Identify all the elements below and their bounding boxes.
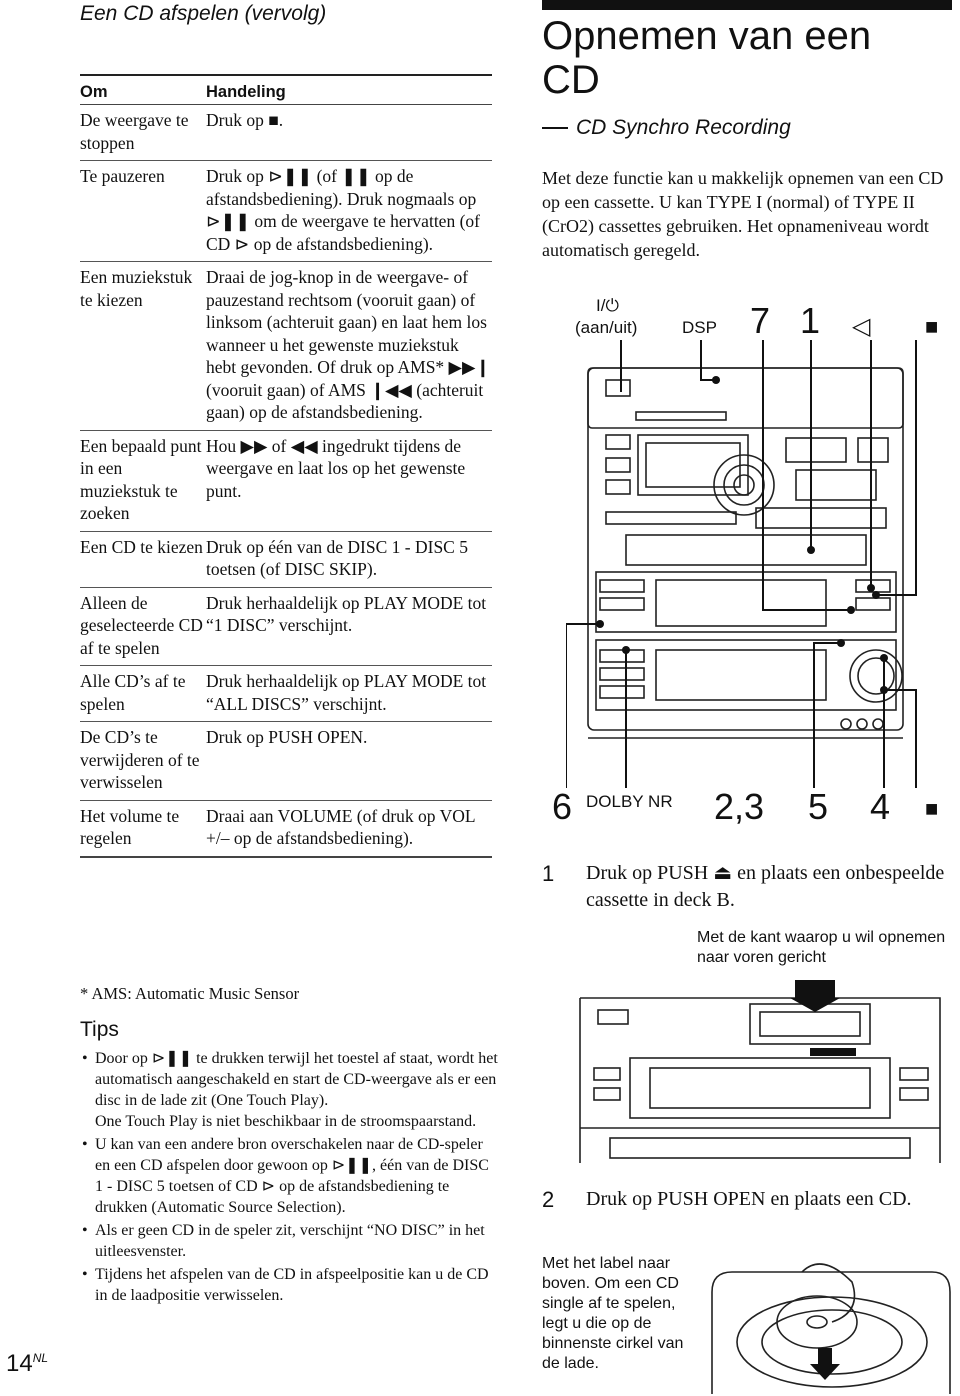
power-symbol-label: I/⏻: [596, 296, 619, 315]
step-2: 2 Druk op PUSH OPEN en plaats een CD.: [542, 1186, 956, 1246]
step-1: 1 Druk op PUSH ⏏ en plaats een onbespeel…: [542, 860, 956, 920]
footnote: * AMS: Automatic Music Sensor: [80, 984, 300, 1003]
tip-item: Als er geen CD in de speler zit, verschi…: [80, 1220, 500, 1262]
step-callout-6: 6: [552, 786, 573, 827]
tip-item: Door op ⊳❚❚ te drukken terwijl het toest…: [80, 1048, 500, 1132]
cassette-deck-illustration: [579, 980, 941, 1163]
row-action: Druk op één van de DISC 1 - DISC 5 toets…: [206, 531, 492, 588]
section-title: Opnemen van een CD: [542, 14, 952, 102]
step-callout-1: 1: [800, 300, 821, 341]
page-header-title: Een CD afspelen (vervolg): [80, 2, 327, 25]
tip-sub-note: One Touch Play is niet beschikbaar in de…: [95, 1113, 477, 1130]
row-action: Draai de jog-knop in de weergave- of pau…: [206, 261, 492, 431]
step-number: 1: [542, 861, 555, 886]
row-purpose: Te pauzeren: [80, 160, 206, 262]
row-purpose: De CD’s te verwijderen of te verwisselen: [80, 721, 206, 801]
step-1-note: Met de kant waarop u wil opnemen naar vo…: [697, 929, 946, 966]
subtitle-text: CD Synchro Recording: [576, 116, 791, 139]
section-intro: Met deze functie kan u makkelijk opnemen…: [542, 168, 944, 260]
dolby-nr-label: DOLBY NR: [586, 792, 673, 811]
dsp-label: DSP: [682, 318, 717, 337]
table-row: Het volume te regelen Draai aan VOLUME (…: [80, 800, 492, 858]
column-header-purpose: Om: [80, 74, 206, 105]
row-action: Druk herhaaldelijk op PLAY MODE tot “ALL…: [206, 665, 492, 722]
page-number-suffix: NL: [32, 1351, 49, 1365]
row-action: Hou ▶▶ of ◀◀ ingedrukt tijdens de weerga…: [206, 430, 492, 532]
step-callout-7: 7: [750, 300, 771, 341]
subtitle-dash: [542, 127, 568, 130]
row-action: Druk op ⊳❚❚ (of ❚❚ op de afstandsbedieni…: [206, 160, 492, 262]
row-purpose: Een bepaald punt in een muziekstuk te zo…: [80, 430, 206, 532]
section-title-line1: Opnemen van een: [542, 14, 872, 58]
row-action: Draai aan VOLUME (of druk op VOL +/– op …: [206, 800, 492, 858]
step-callout-5: 5: [808, 786, 829, 827]
section-top-bar: [542, 0, 952, 10]
row-action: Druk op ■.: [206, 104, 492, 161]
tips-list: Door op ⊳❚❚ te drukken terwijl het toest…: [80, 1048, 500, 1308]
step-text: Druk op PUSH OPEN en plaats een CD.: [586, 1188, 912, 1210]
table-row: Te pauzeren Druk op ⊳❚❚ (of ❚❚ op de afs…: [80, 160, 492, 262]
table-row: Een muziekstuk te kiezen Draai de jog-kn…: [80, 261, 492, 431]
table-row: Een bepaald punt in een muziekstuk te zo…: [80, 430, 492, 532]
section-subtitle: CD Synchro Recording: [542, 116, 791, 140]
table-row: Alle CD’s af te spelen Druk herhaaldelij…: [80, 665, 492, 722]
row-purpose: Alle CD’s af te spelen: [80, 665, 206, 722]
table-row: Een CD te kiezen Druk op één van de DISC…: [80, 531, 492, 588]
step-callout-4: 4: [870, 786, 891, 827]
page-number: 14NL: [6, 1350, 48, 1378]
row-action: Druk herhaaldelijk op PLAY MODE tot “1 D…: [206, 587, 492, 666]
table-row: De CD’s te verwijderen of te verwisselen…: [80, 721, 492, 801]
table-header-row: Om Handeling: [80, 74, 492, 105]
stop-label-bottom: ■: [925, 796, 939, 821]
power-text-label: (aan/uit): [575, 318, 638, 337]
row-purpose: Een muziekstuk te kiezen: [80, 261, 206, 431]
row-action: Druk op PUSH OPEN.: [206, 721, 492, 801]
page-number-value: 14: [6, 1350, 33, 1377]
cd-tray-illustration: [711, 1263, 951, 1394]
step-2-note: Met het label naar boven. Om een CD sing…: [542, 1255, 684, 1372]
tip-item: U kan van een andere bron overschakelen …: [80, 1134, 500, 1218]
stop-label-top: ■: [925, 314, 939, 339]
row-purpose: Een CD te kiezen: [80, 531, 206, 588]
row-purpose: Het volume te regelen: [80, 800, 206, 858]
row-purpose: De weergave te stoppen: [80, 104, 206, 161]
step-callout-2-3: 2,3: [714, 786, 765, 827]
triangle-label: ◁: [852, 313, 871, 340]
table-row: Alleen de geselecteerde CD af te spelen …: [80, 587, 492, 666]
table-row: De weergave te stoppen Druk op ■.: [80, 104, 492, 161]
column-header-action: Handeling: [206, 74, 492, 105]
operations-table: Om Handeling De weergave te stoppen Druk…: [80, 74, 492, 858]
row-purpose: Alleen de geselecteerde CD af te spelen: [80, 587, 206, 666]
tip-text: Door op ⊳❚❚ te drukken terwijl het toest…: [95, 1050, 498, 1109]
section-title-line2: CD: [542, 58, 600, 102]
step-text: Druk op PUSH ⏏ en plaats een onbespeelde…: [586, 862, 945, 911]
stereo-system-illustration: [566, 340, 917, 788]
step-number: 2: [542, 1187, 555, 1212]
tip-item: Tijdens het afspelen van de CD in afspee…: [80, 1264, 500, 1306]
tips-heading: Tips: [80, 1018, 119, 1041]
